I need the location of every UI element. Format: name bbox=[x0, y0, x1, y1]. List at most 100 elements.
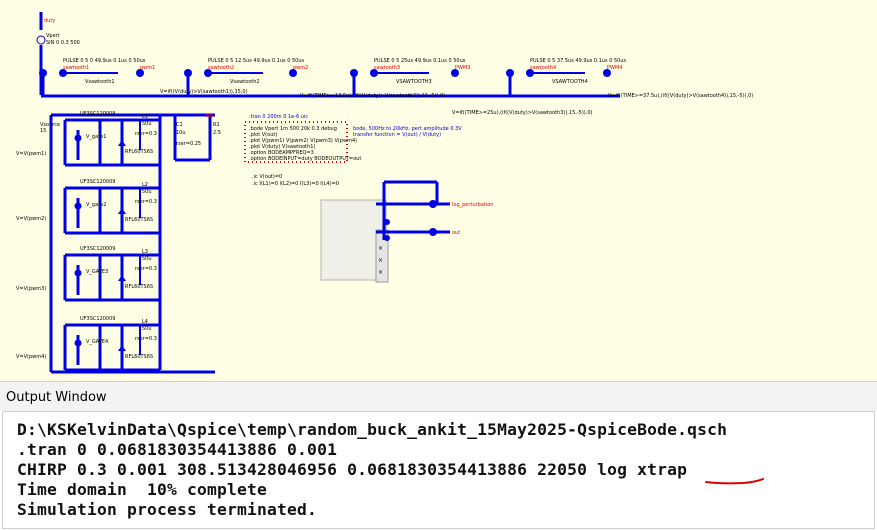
phase-3-diode-name: RFL60TS6S bbox=[125, 284, 153, 290]
phase-1-gate-label: V_gate1 bbox=[86, 134, 106, 140]
phase-4-diode-name: RFL60TS6S bbox=[125, 354, 153, 360]
output-line-progress: Time domain 10% complete bbox=[17, 480, 268, 499]
cap-rser: rser=0.25 bbox=[176, 141, 201, 147]
directive-block[interactable]: .tran 0 200m 0 1e-6 uic .bode Vpert 1m 5… bbox=[244, 114, 462, 187]
red-annotation-underline bbox=[705, 478, 764, 485]
bode-subcircuit-block[interactable]: × × × log_perturbation out bbox=[320, 180, 493, 283]
phase-2-inductor-value: 50u bbox=[142, 189, 152, 195]
output-line-terminated: Simulation process terminated. bbox=[17, 500, 318, 519]
phase-2-diode-name: RFL60TS6S bbox=[125, 217, 153, 223]
vsource-name: Vsource bbox=[40, 122, 60, 128]
cap-value: 10u bbox=[176, 130, 186, 136]
phase-1-mosfet-name: UF3SC120009 bbox=[80, 111, 115, 117]
bode-directive-line: .plot V(duty) V(sawtooth1) bbox=[249, 144, 315, 150]
phase-2-gate-label: V_gate2 bbox=[86, 202, 106, 208]
schematic-drawing[interactable]: duty Vpert SIN 0 0.3 500 PULSE 0 5 0 49.… bbox=[0, 0, 877, 381]
out-node-label: out bbox=[205, 113, 213, 119]
phase-1-diode-symbol bbox=[118, 140, 126, 146]
net-duty-label: duty bbox=[44, 18, 55, 24]
phase-4-inductor-value: 50u bbox=[142, 326, 152, 332]
pulse-source-2-params: PULSE 0 5 12.5us 49.9us 0.1us 0 50us bbox=[208, 58, 305, 64]
phase-3-inductor-name: L3 bbox=[142, 249, 148, 255]
source-node-dot bbox=[603, 69, 611, 77]
phase-1-diode-name: RFL60TS6S bbox=[125, 149, 153, 155]
svg-text:×: × bbox=[378, 269, 383, 276]
source-node-dot bbox=[136, 69, 144, 77]
svg-text:×: × bbox=[378, 245, 383, 252]
phase-3-gate-node bbox=[74, 269, 82, 277]
sawtooth-1-net: Vsawtooth1 bbox=[85, 79, 115, 85]
behavioral-4-expr: V=if((TIME>=37.5u),(if((V(duty)>V(sawtoo… bbox=[608, 93, 753, 99]
phase-4-gate-label: V_GATE4 bbox=[86, 339, 108, 345]
load-value: 2.5 bbox=[213, 130, 221, 136]
ic-line-2: .ic I(L1)=0 I(L2)=0 I(L3)=0 I(L4)=0 bbox=[252, 181, 339, 187]
tran-directive: .tran 0 200m 0 1e-6 uic bbox=[249, 114, 308, 120]
phase-3-gate-source: V=V(pwm3) bbox=[16, 286, 46, 292]
phase-4-gate-source: V=V(pwm4) bbox=[16, 354, 46, 360]
schematic-canvas[interactable]: duty Vpert SIN 0 0.3 500 PULSE 0 5 0 49.… bbox=[0, 0, 877, 381]
output-line-chirp: CHIRP 0.3 0.001 308.513428046956 0.06818… bbox=[17, 460, 688, 479]
phase-4-gate-node bbox=[74, 339, 82, 347]
output-window-header[interactable]: Output Window bbox=[0, 381, 877, 411]
net-out-label: out bbox=[452, 230, 460, 236]
phase-1-inductor-value: 50u bbox=[142, 121, 152, 127]
pulse-source-4-name: sawtooth4 bbox=[530, 65, 556, 71]
load-name: R1 bbox=[213, 122, 220, 128]
output-line-path: D:\KSKelvinData\Qspice\temp\random_buck_… bbox=[17, 420, 728, 439]
sawtooth-2-net: Vsawtooth2 bbox=[230, 79, 260, 85]
source-node-dot bbox=[289, 69, 297, 77]
bode-note-1: bode, 500Hz to 20kHz, pert amplitude 0.3… bbox=[353, 126, 462, 132]
sawtooth-4-net: VSAWTOOTH4 bbox=[552, 79, 588, 85]
phase-2-gate-node bbox=[74, 202, 82, 210]
behavioral-1-expr: V=if((V(duty)>V(sawtooth1)),15,0) bbox=[160, 89, 248, 95]
phase-3-diode-symbol bbox=[118, 275, 126, 281]
phase-2-inductor-rser: rser=0.3 bbox=[135, 199, 157, 205]
phase-1-inductor-rser: rser=0.3 bbox=[135, 131, 157, 137]
pulse-sources: PULSE 0 5 0 49.9us 0.1us 0 50ussawtooth1… bbox=[39, 58, 627, 96]
phase-2-diode-symbol bbox=[118, 208, 126, 214]
pulse-source-4-params: PULSE 0 5 37.5us 49.9us 0.1us 0 50us bbox=[530, 58, 627, 64]
output-window-title: Output Window bbox=[6, 390, 107, 405]
vpert-value: SIN 0 0.3 500 bbox=[46, 40, 80, 46]
phase-4-inductor-name: L4 bbox=[142, 319, 148, 325]
behavioral-2-expr: V=if((TIME>=12.5u),(if((V(duty)>V(sawtoo… bbox=[300, 93, 445, 99]
behavioral-3-expr: V=if((TIME>=25u),(if((V(duty)>V(sawtooth… bbox=[452, 110, 593, 116]
phase-3-gate-label: V_GATE3 bbox=[86, 269, 108, 275]
pulse-source-1-params: PULSE 0 5 0 49.9us 0.1us 0 50us bbox=[63, 58, 146, 64]
phase-2-gate-source: V=V(pwm2) bbox=[16, 216, 46, 222]
bode-directive-line: .option BODEAMPFREQ=3 bbox=[249, 150, 314, 156]
phase-2-mosfet-name: UF3SC120009 bbox=[80, 179, 115, 185]
bode-directive-line: .plot V(pwm1) V(pwm2) V(pwm3) V(pwm4) bbox=[249, 138, 357, 144]
phase-3-mosfet-name: UF3SC120009 bbox=[80, 246, 115, 252]
phase-1-gate-source: V=V(pwm1) bbox=[16, 151, 46, 157]
phase-2-inductor-name: L2 bbox=[142, 182, 148, 188]
phase-legs: UF3SC120009RFL60TS6SL150urser=0.3V_gate1… bbox=[16, 111, 160, 372]
phase-3-inductor-rser: rser=0.3 bbox=[135, 266, 157, 272]
bode-note-2: transfer function = V(out) / V(duty) bbox=[353, 132, 441, 138]
svg-text:×: × bbox=[378, 257, 383, 264]
vsource-value: 15 bbox=[40, 128, 46, 134]
pwm-1-net: pwm1 bbox=[140, 65, 155, 71]
bode-directive-line: .option BODEINPUT=duty BODEOUTPUT=out bbox=[249, 156, 361, 162]
pulse-source-3-params: PULSE 0 5 25us 49.9us 0.1us 0 50us bbox=[374, 58, 466, 64]
pwm-3-net: PWM3 bbox=[455, 65, 470, 71]
phase-3-inductor-value: 50u bbox=[142, 256, 152, 262]
output-window-body[interactable]: D:\KSKelvinData\Qspice\temp\random_buck_… bbox=[2, 411, 875, 529]
phase-4-inductor-rser: rser=0.3 bbox=[135, 336, 157, 342]
net-perturbation-label: log_perturbation bbox=[452, 202, 493, 208]
pulse-source-2-name: sawtooth2 bbox=[208, 65, 234, 71]
output-line-tran: .tran 0 0.0681830354413886 0.001 bbox=[17, 440, 338, 459]
pulse-source-3-name: sawtooth3 bbox=[374, 65, 400, 71]
vpert-name: Vpert bbox=[46, 33, 60, 39]
sawtooth-3-net: VSAWTOOTH3 bbox=[396, 79, 432, 85]
bode-directive-line: .plot V(out) bbox=[249, 132, 277, 138]
pulse-source-1-name: sawtooth1 bbox=[63, 65, 89, 71]
bode-directive-line: .bode Vpert 1m 500 20k 0.3 debug bbox=[249, 126, 337, 132]
phase-4-mosfet-name: UF3SC120009 bbox=[80, 316, 115, 322]
phase-4-diode-symbol bbox=[118, 345, 126, 351]
cap-name: C1 bbox=[176, 122, 183, 128]
source-node-dot bbox=[451, 69, 459, 77]
pwm-4-net: PWM4 bbox=[607, 65, 622, 71]
pwm-2-net: pwm2 bbox=[293, 65, 308, 71]
ic-line-1: .ic V(out)=0 bbox=[252, 174, 282, 180]
